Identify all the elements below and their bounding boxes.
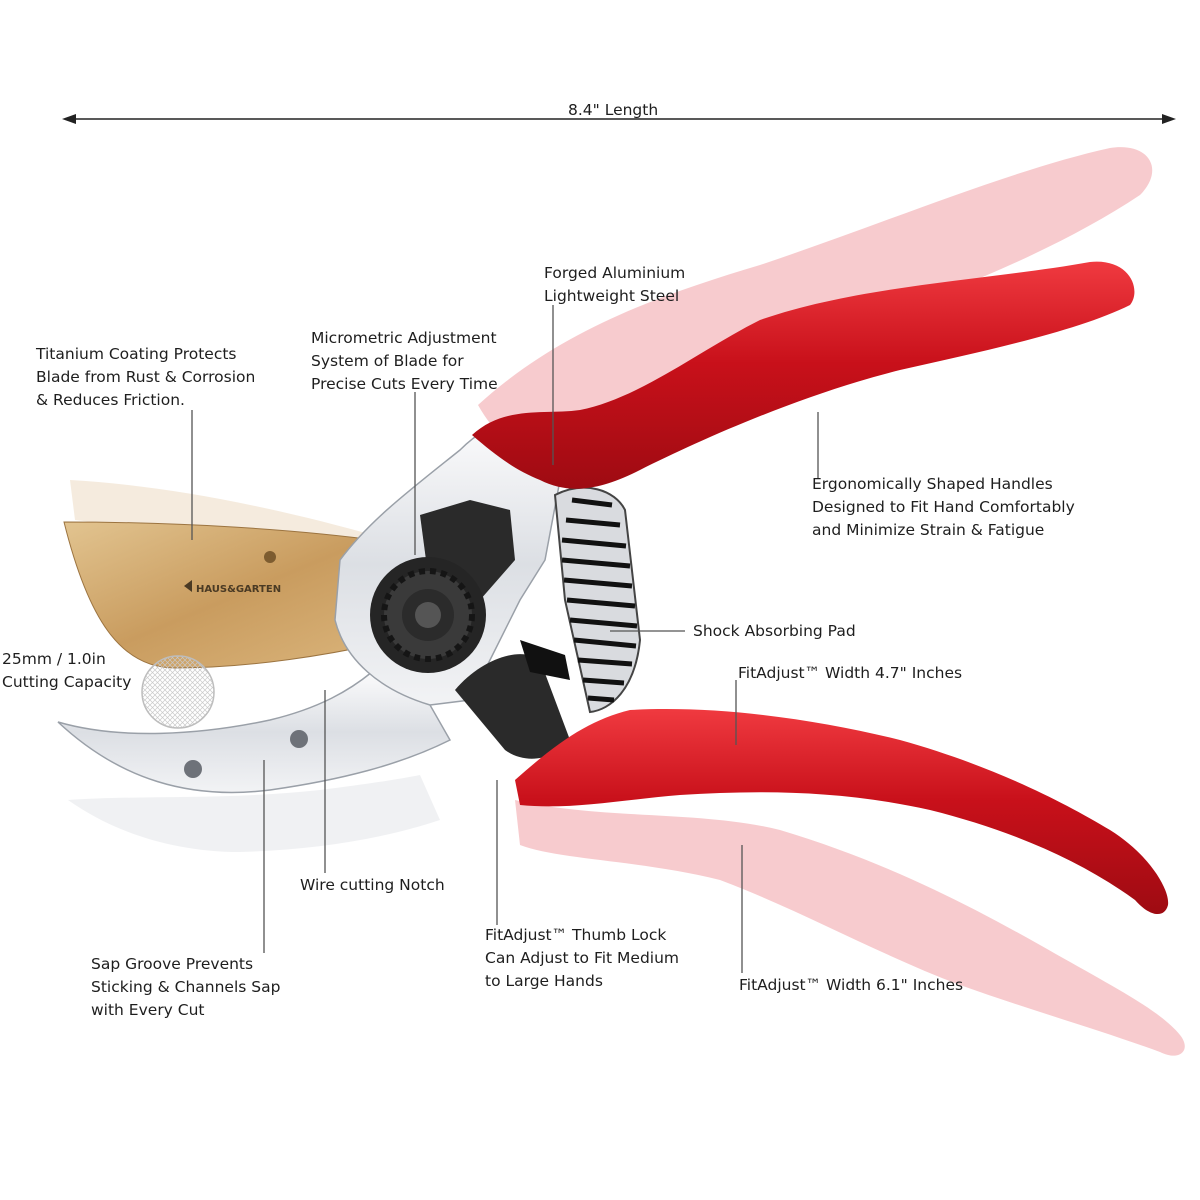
callout-line: and Minimize Strain & Fatigue: [812, 521, 1045, 539]
callout-thumb-lock: FitAdjust™ Thumb Lock Can Adjust to Fit …: [485, 924, 679, 993]
callout-titanium-coating: Titanium Coating Protects Blade from Rus…: [36, 343, 255, 412]
callout-line: Precise Cuts Every Time: [311, 375, 498, 393]
callout-line: with Every Cut: [91, 1001, 205, 1019]
callout-width-4-7: FitAdjust™ Width 4.7" Inches: [738, 662, 962, 685]
callout-line: Forged Aluminium: [544, 264, 686, 282]
thumb-lock: [455, 654, 570, 759]
callout-line: Cutting Capacity: [2, 673, 132, 691]
jaw-rivet-right: [290, 730, 308, 748]
callout-wire-cutting-notch: Wire cutting Notch: [300, 874, 445, 897]
titanium-blade: [63, 521, 411, 669]
callout-line: Shock Absorbing Pad: [693, 622, 856, 640]
length-label: 8.4" Length: [568, 101, 659, 119]
callout-line: Ergonomically Shaped Handles: [812, 475, 1053, 493]
callout-line: Micrometric Adjustment: [311, 329, 497, 347]
upper-handle: [472, 261, 1135, 489]
callout-line: Lightweight Steel: [544, 287, 680, 305]
callout-line: System of Blade for: [311, 352, 464, 370]
callout-line: Sap Groove Prevents: [91, 955, 254, 973]
callout-line: FitAdjust™ Thumb Lock: [485, 926, 667, 944]
brand-logo-text: HAUS&GARTEN: [196, 584, 281, 595]
callout-line: to Large Hands: [485, 972, 603, 990]
callout-line: 25mm / 1.0in: [2, 650, 106, 668]
callout-width-6-1: FitAdjust™ Width 6.1" Inches: [739, 974, 963, 997]
callout-sap-groove: Sap Groove Prevents Sticking & Channels …: [91, 953, 280, 1022]
callout-line: Can Adjust to Fit Medium: [485, 949, 680, 967]
callout-ergonomic-handles: Ergonomically Shaped Handles Designed to…: [812, 473, 1075, 542]
callout-micrometric-adjustment: Micrometric Adjustment System of Blade f…: [311, 327, 498, 396]
micrometric-adjustment-gear: [370, 500, 515, 673]
jaw-rivet-left: [184, 760, 202, 778]
lower-jaw: [57, 671, 452, 794]
thumb-lock-tab: [520, 640, 570, 680]
callout-line: Titanium Coating Protects: [36, 345, 237, 363]
callout-line: FitAdjust™ Width 4.7" Inches: [738, 664, 963, 682]
callout-leaders: [191, 305, 819, 973]
lower-handle: [515, 709, 1169, 915]
callout-line: Blade from Rust & Corrosion: [36, 368, 256, 386]
callout-line: FitAdjust™ Width 6.1" Inches: [739, 976, 964, 994]
callout-line: Sticking & Channels Sap: [91, 978, 281, 996]
callout-line: & Reduces Friction.: [36, 391, 185, 409]
ghost-lower-jaw: [68, 775, 440, 852]
callout-forged-aluminium: Forged Aluminium Lightweight Steel: [544, 262, 685, 308]
blade-rivet: [264, 551, 276, 563]
length-dimension-line: [62, 114, 1176, 124]
callout-cutting-capacity: 25mm / 1.0in Cutting Capacity: [2, 648, 131, 694]
callout-line: Wire cutting Notch: [300, 876, 445, 894]
callout-shock-absorbing-pad: Shock Absorbing Pad: [693, 620, 856, 643]
cutting-capacity-circle: [141, 655, 215, 729]
ghost-lower-handle: [515, 800, 1185, 1056]
shock-absorbing-pad: [553, 486, 642, 714]
callout-line: Designed to Fit Hand Comfortably: [812, 498, 1075, 516]
brand-logo-mark: [184, 580, 192, 592]
